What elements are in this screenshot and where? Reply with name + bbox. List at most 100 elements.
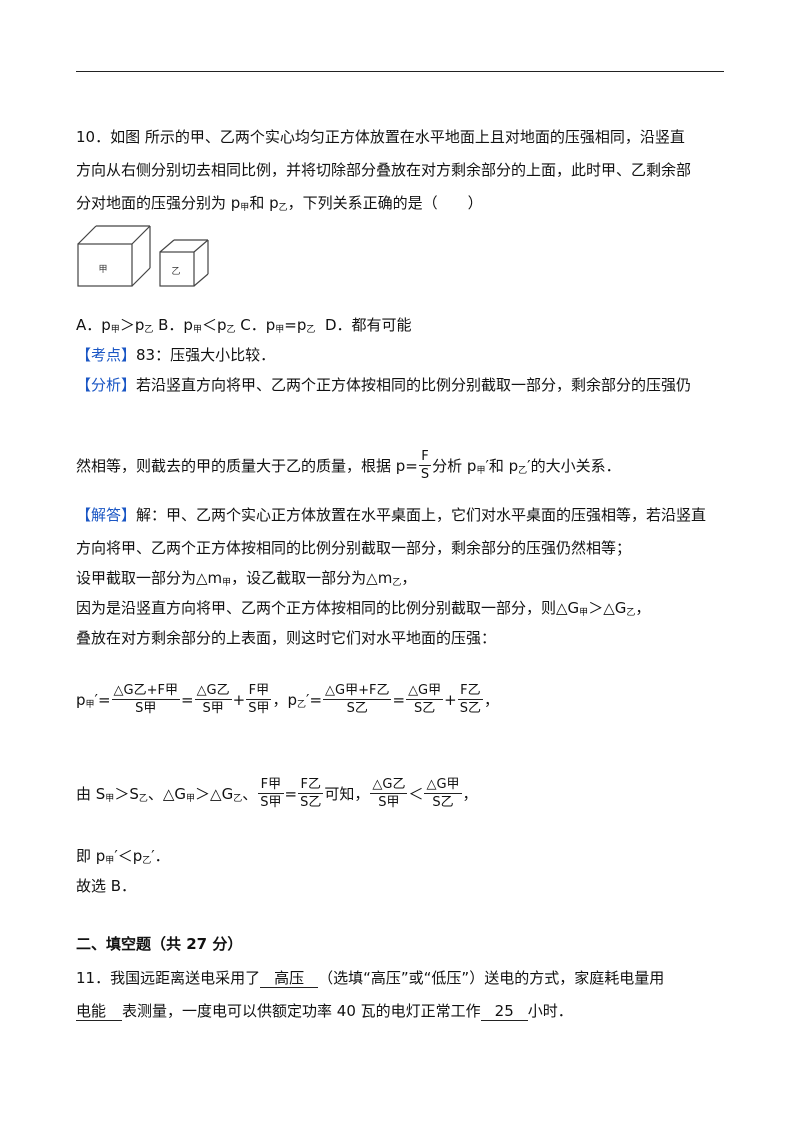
- subscript: 甲: [110, 325, 120, 335]
- denominator: S乙: [300, 795, 322, 810]
- cube-jia: [77, 225, 151, 287]
- text: ．: [154, 847, 170, 865]
- option-c: C．p: [235, 316, 276, 334]
- text: ＜p: [117, 847, 143, 865]
- equals: =: [180, 691, 194, 709]
- jieda-line-5: 叠放在对方剩余部分的上表面，则这时它们对水平地面的压强：: [76, 629, 497, 647]
- denominator: S乙: [459, 701, 481, 716]
- jieda-line-4: 因为是沿竖直方向将甲、乙两个正方体按相同的比例分别截取一部分，则△G甲＞△G乙，: [76, 598, 650, 621]
- answer-line: 故选 B．: [76, 877, 137, 895]
- numerator: △G乙: [194, 683, 232, 700]
- subscript: 乙: [306, 325, 316, 335]
- text: p: [287, 691, 298, 709]
- text: =p: [284, 316, 307, 334]
- numerator: F乙: [298, 777, 324, 794]
- denominator: S乙: [413, 701, 436, 716]
- text: ，设乙截取一部分为△m: [231, 569, 393, 587]
- q10-line-1: 10．如图 所示的甲、乙两个实心均匀正方体放置在水平地面上且对地面的压强相同，沿…: [76, 128, 685, 146]
- text: 和 p: [249, 194, 279, 212]
- jieda-line-3: 设甲截取一部分为△m甲，设乙截取一部分为△m乙，: [76, 568, 416, 591]
- numerator: F甲: [258, 777, 284, 794]
- prime: ′: [114, 847, 118, 865]
- text: 表测量，一度电可以供额定功率 40 瓦的电灯正常工作: [122, 1002, 481, 1020]
- subscript: 甲: [275, 325, 285, 335]
- subscript: 甲: [186, 794, 196, 804]
- text: ＜p: [201, 316, 227, 334]
- fenxi-text: 若沿竖直方向将甲、乙两个正方体按相同的比例分别截取一部分，剩余部分的压强仍: [136, 376, 692, 394]
- text: 设甲截取一部分为△m: [76, 569, 223, 587]
- plus: +: [444, 691, 457, 709]
- numerator: △G甲+F乙: [323, 683, 392, 700]
- subscript: 乙: [233, 794, 243, 804]
- subscript: 甲: [579, 608, 589, 618]
- numerator: △G乙+F甲: [111, 683, 180, 700]
- denominator: S乙: [346, 701, 368, 716]
- comma: ，: [462, 785, 478, 803]
- subscript: 乙: [626, 608, 636, 618]
- option-d: D．都有可能: [324, 316, 412, 334]
- text: 分析 p: [432, 457, 477, 475]
- cubes-figure: 甲 乙: [77, 225, 209, 287]
- jieda-line-2: 方向将甲、乙两个正方体按相同的比例分别截取一部分，剩余部分的压强仍然相等；: [76, 539, 632, 557]
- cube-yi: [159, 239, 209, 287]
- text: （选填“高压”或“低压”）送电的方式，家庭耗电量用: [318, 969, 665, 987]
- denominator: S甲: [135, 701, 157, 716]
- text: ＞△G: [195, 785, 234, 803]
- text: p: [76, 691, 86, 709]
- option-a: A．p: [76, 316, 111, 334]
- subscript: 甲: [105, 856, 115, 866]
- text: 分对地面的压强分别为 p: [76, 194, 241, 212]
- kaodian-line: 【考点】83：压强大小比较．: [76, 345, 275, 365]
- subscript: 甲: [192, 325, 202, 335]
- subscript: 乙: [226, 325, 236, 335]
- numerator: F乙: [457, 683, 483, 700]
- text: 的大小关系．: [530, 457, 621, 475]
- denominator: S: [420, 467, 430, 482]
- subscript: 乙: [144, 325, 154, 335]
- text: 解：甲、乙两个实心正方体放置在水平桌面上，它们对水平桌面的压强相等，若沿竖直: [136, 506, 707, 524]
- denominator: S甲: [248, 701, 270, 716]
- option-b: B．p: [153, 316, 193, 334]
- prime: ′: [527, 457, 531, 475]
- prime: ′: [151, 847, 155, 865]
- jieda-tag: 【解答】: [76, 506, 137, 524]
- equals: =: [309, 691, 323, 709]
- denominator: S甲: [202, 701, 224, 716]
- q10-line-2: 方向从右侧分别切去相同比例，并将切除部分叠放在对方剩余部分的上面，此时甲、乙剩余…: [76, 161, 692, 179]
- subscript: 乙: [518, 466, 528, 476]
- jieda-line-1: 【解答】解：甲、乙两个实心正方体放置在水平桌面上，它们对水平桌面的压强相等，若沿…: [76, 505, 706, 525]
- conclusion-line: 即 p甲′＜p乙′．: [76, 846, 170, 869]
- text: 小时．: [527, 1002, 573, 1020]
- denominator: S甲: [378, 795, 400, 810]
- text: ＞S: [114, 785, 139, 803]
- fenxi-tag: 【分析】: [76, 376, 137, 394]
- prime: ′: [306, 691, 310, 709]
- equals: =: [97, 691, 111, 709]
- text: 和 p: [488, 457, 519, 475]
- text: ，: [401, 569, 417, 587]
- subscript: 乙: [278, 203, 288, 213]
- q10-options: A．p甲＞p乙 B．p甲＜p乙 C．p甲=p乙 D．都有可能: [76, 315, 412, 338]
- text: 、△G: [147, 785, 187, 803]
- text: 11．我国远距离送电采用了: [76, 969, 261, 987]
- text: ，: [635, 599, 651, 617]
- q11-line-1: 11．我国远距离送电采用了高压（选填“高压”或“低压”）送电的方式，家庭耗电量用: [76, 968, 664, 988]
- answer-blank: 电能: [76, 1002, 123, 1021]
- subscript: 乙: [138, 794, 148, 804]
- text: 即 p: [76, 847, 106, 865]
- q10-line-3: 分对地面的压强分别为 p甲和 p乙，下列关系正确的是（ ）: [76, 193, 483, 216]
- kaodian-text: 83：压强大小比较．: [136, 346, 276, 364]
- cube-jia-label: 甲: [98, 264, 107, 275]
- text: 、: [242, 785, 258, 803]
